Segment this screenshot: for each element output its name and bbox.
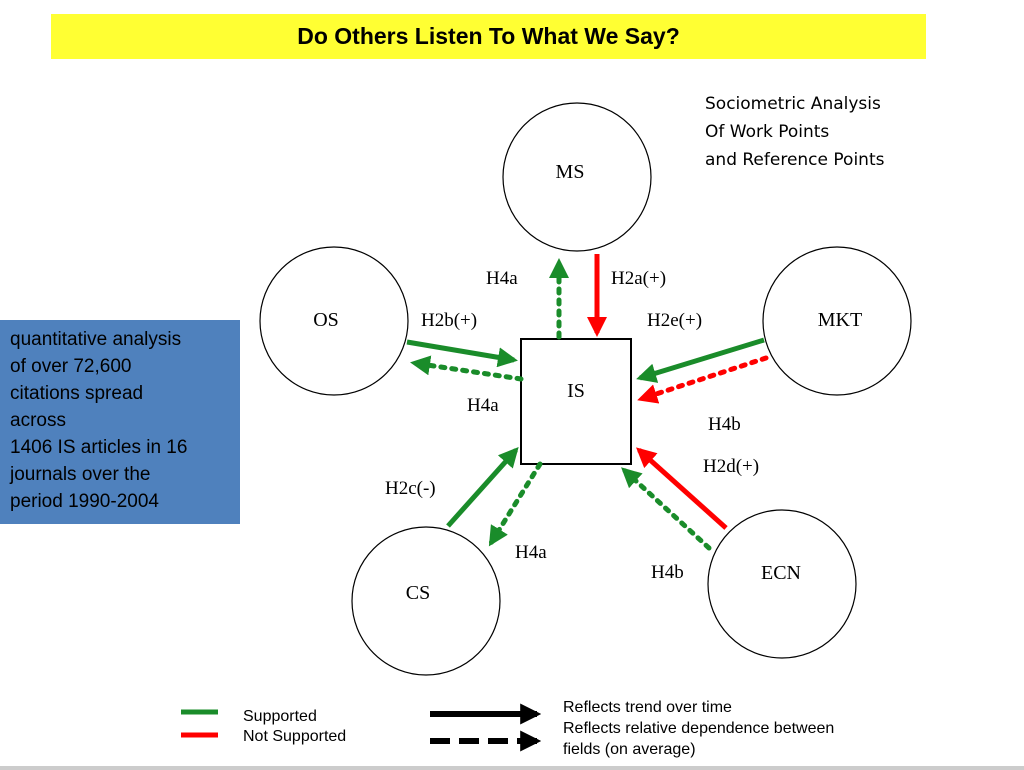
- legend-label-not-supported: Not Supported: [243, 728, 346, 745]
- edge-label-ecn-h2d: H2d(+): [703, 456, 759, 477]
- title-banner: Do Others Listen To What We Say?: [51, 14, 926, 59]
- node-os: OS: [259, 246, 409, 396]
- edge-label-mkt-h2e: H2e(+): [647, 310, 702, 331]
- info-line: journals over the: [10, 464, 151, 485]
- legend-label-solid: Reflects trend over time: [563, 699, 732, 716]
- arrow-ecn-to-is: [636, 447, 728, 530]
- page-title: Do Others Listen To What We Say?: [297, 23, 680, 49]
- arrow-is-to-cs: [488, 461, 543, 547]
- node-cs: CS: [351, 526, 501, 676]
- diagram-subtitle: Sociometric Analysis Of Work Points and …: [705, 90, 884, 174]
- edge-label-os-h2b: H2b(+): [421, 310, 477, 331]
- subtitle-line: Sociometric Analysis: [705, 94, 881, 114]
- arrow-mkt-to-is: [636, 337, 765, 383]
- info-line: period 1990-2004: [10, 491, 159, 512]
- edge-label-cs-h4a: H4a: [515, 542, 547, 563]
- node-is: IS: [520, 338, 632, 465]
- edge-label-ms-h4a: H4a: [486, 268, 518, 289]
- info-line: across: [10, 410, 66, 431]
- arrow-ecn-to-is-dotted: [621, 467, 712, 551]
- legend-label-dashed-2: fields (on average): [563, 741, 696, 758]
- info-line: of over 72,600: [10, 356, 132, 377]
- subtitle-line: and Reference Points: [705, 150, 885, 170]
- edge-label-os-h4a: H4a: [467, 395, 499, 416]
- bottom-divider: [0, 766, 1024, 770]
- legend-label-dashed-1: Reflects relative dependence between: [563, 720, 834, 737]
- node-label-ms: MS: [556, 161, 585, 183]
- edge-label-cs-h2c: H2c(-): [385, 478, 436, 499]
- info-line: citations spread: [10, 383, 144, 404]
- edge-label-ms-h2a: H2a(+): [611, 268, 666, 289]
- info-line: 1406 IS articles in 16: [10, 437, 188, 458]
- info-box: quantitative analysis of over 72,600 cit…: [0, 320, 240, 524]
- arrow-os-to-is: [406, 339, 518, 368]
- arrow-cs-to-is: [446, 447, 519, 528]
- node-label-os: OS: [313, 309, 339, 331]
- node-ms: MS: [502, 102, 652, 252]
- node-label-cs: CS: [406, 582, 430, 604]
- node-mkt: MKT: [762, 246, 912, 396]
- legend-label-supported: Supported: [243, 708, 317, 725]
- arrow-mkt-to-is-dotted: [637, 355, 769, 404]
- arrow-is-to-os: [410, 355, 524, 382]
- node-label-mkt: MKT: [818, 309, 862, 331]
- info-line: quantitative analysis: [10, 329, 182, 350]
- node-label-ecn: ECN: [761, 562, 801, 584]
- edge-label-ecn-h4b: H4b: [651, 562, 684, 583]
- node-label-is: IS: [567, 380, 585, 402]
- node-ecn: ECN: [707, 509, 857, 659]
- edge-label-mkt-h4b: H4b: [708, 414, 741, 435]
- legend: Supported Not Supported Reflects trend o…: [181, 699, 834, 758]
- subtitle-line: Of Work Points: [705, 122, 830, 142]
